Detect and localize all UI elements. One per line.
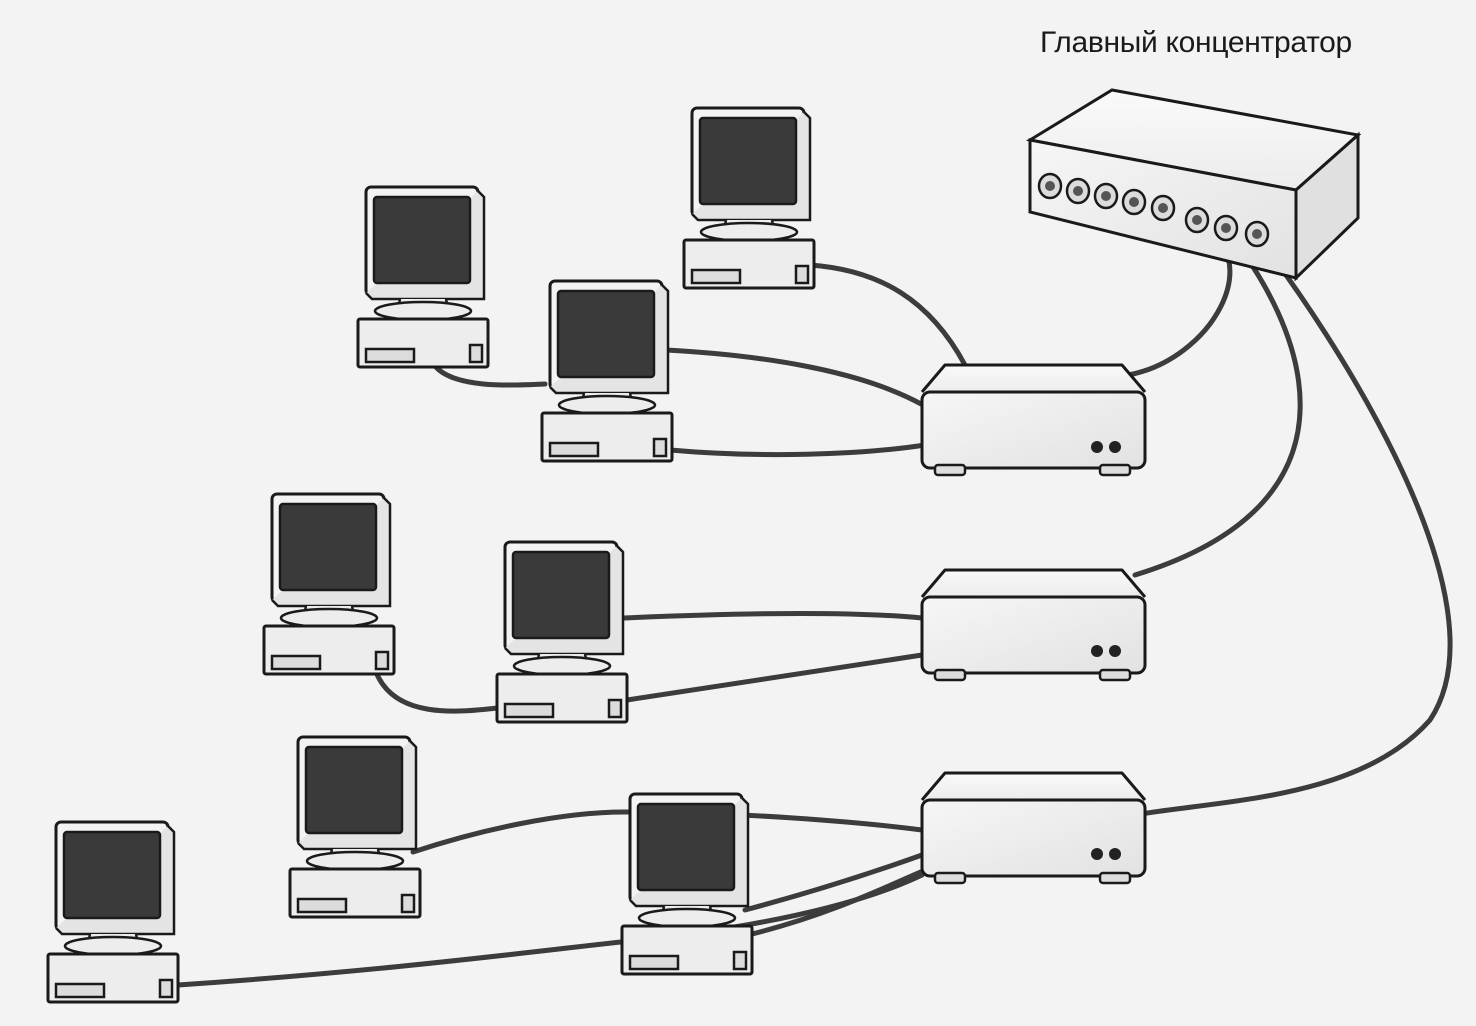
computers — [46, 106, 816, 1004]
monitor-screen — [556, 289, 656, 379]
cable-hub2-pc-right — [621, 611, 925, 621]
monitor-screen — [62, 830, 162, 920]
hub-1 — [920, 363, 1147, 477]
cable-hub3-pc-right-a — [742, 852, 925, 913]
hub-3 — [920, 771, 1147, 885]
main-hub — [1025, 88, 1362, 282]
computer — [262, 492, 396, 676]
computer — [495, 540, 629, 724]
monitor-screen — [372, 195, 472, 285]
monitor-screen — [278, 502, 378, 592]
computer — [540, 279, 674, 463]
cable-hub1-pc-left — [432, 363, 548, 388]
cable-hub1-pc-top — [807, 262, 968, 368]
cable-main-to-hub-2 — [1132, 227, 1303, 578]
computer — [356, 185, 490, 369]
cable-hub1-pc-mid — [663, 347, 926, 408]
monitor-screen — [698, 116, 798, 206]
monitor-screen — [636, 802, 736, 892]
computer — [46, 820, 180, 1004]
cable-hub1-pc-low — [667, 442, 928, 458]
computer — [288, 735, 422, 919]
computer — [620, 792, 754, 976]
monitor-screen — [511, 550, 611, 640]
cable-main-to-hub-3 — [1132, 233, 1453, 818]
hub-2 — [920, 568, 1147, 682]
cable-hub2-pc-left — [373, 669, 501, 714]
monitor-screen — [304, 745, 404, 835]
computer — [682, 106, 816, 290]
main-hub-label: Главный концентратор — [1040, 26, 1352, 59]
cable-hub2-pc-right-low — [624, 652, 925, 703]
